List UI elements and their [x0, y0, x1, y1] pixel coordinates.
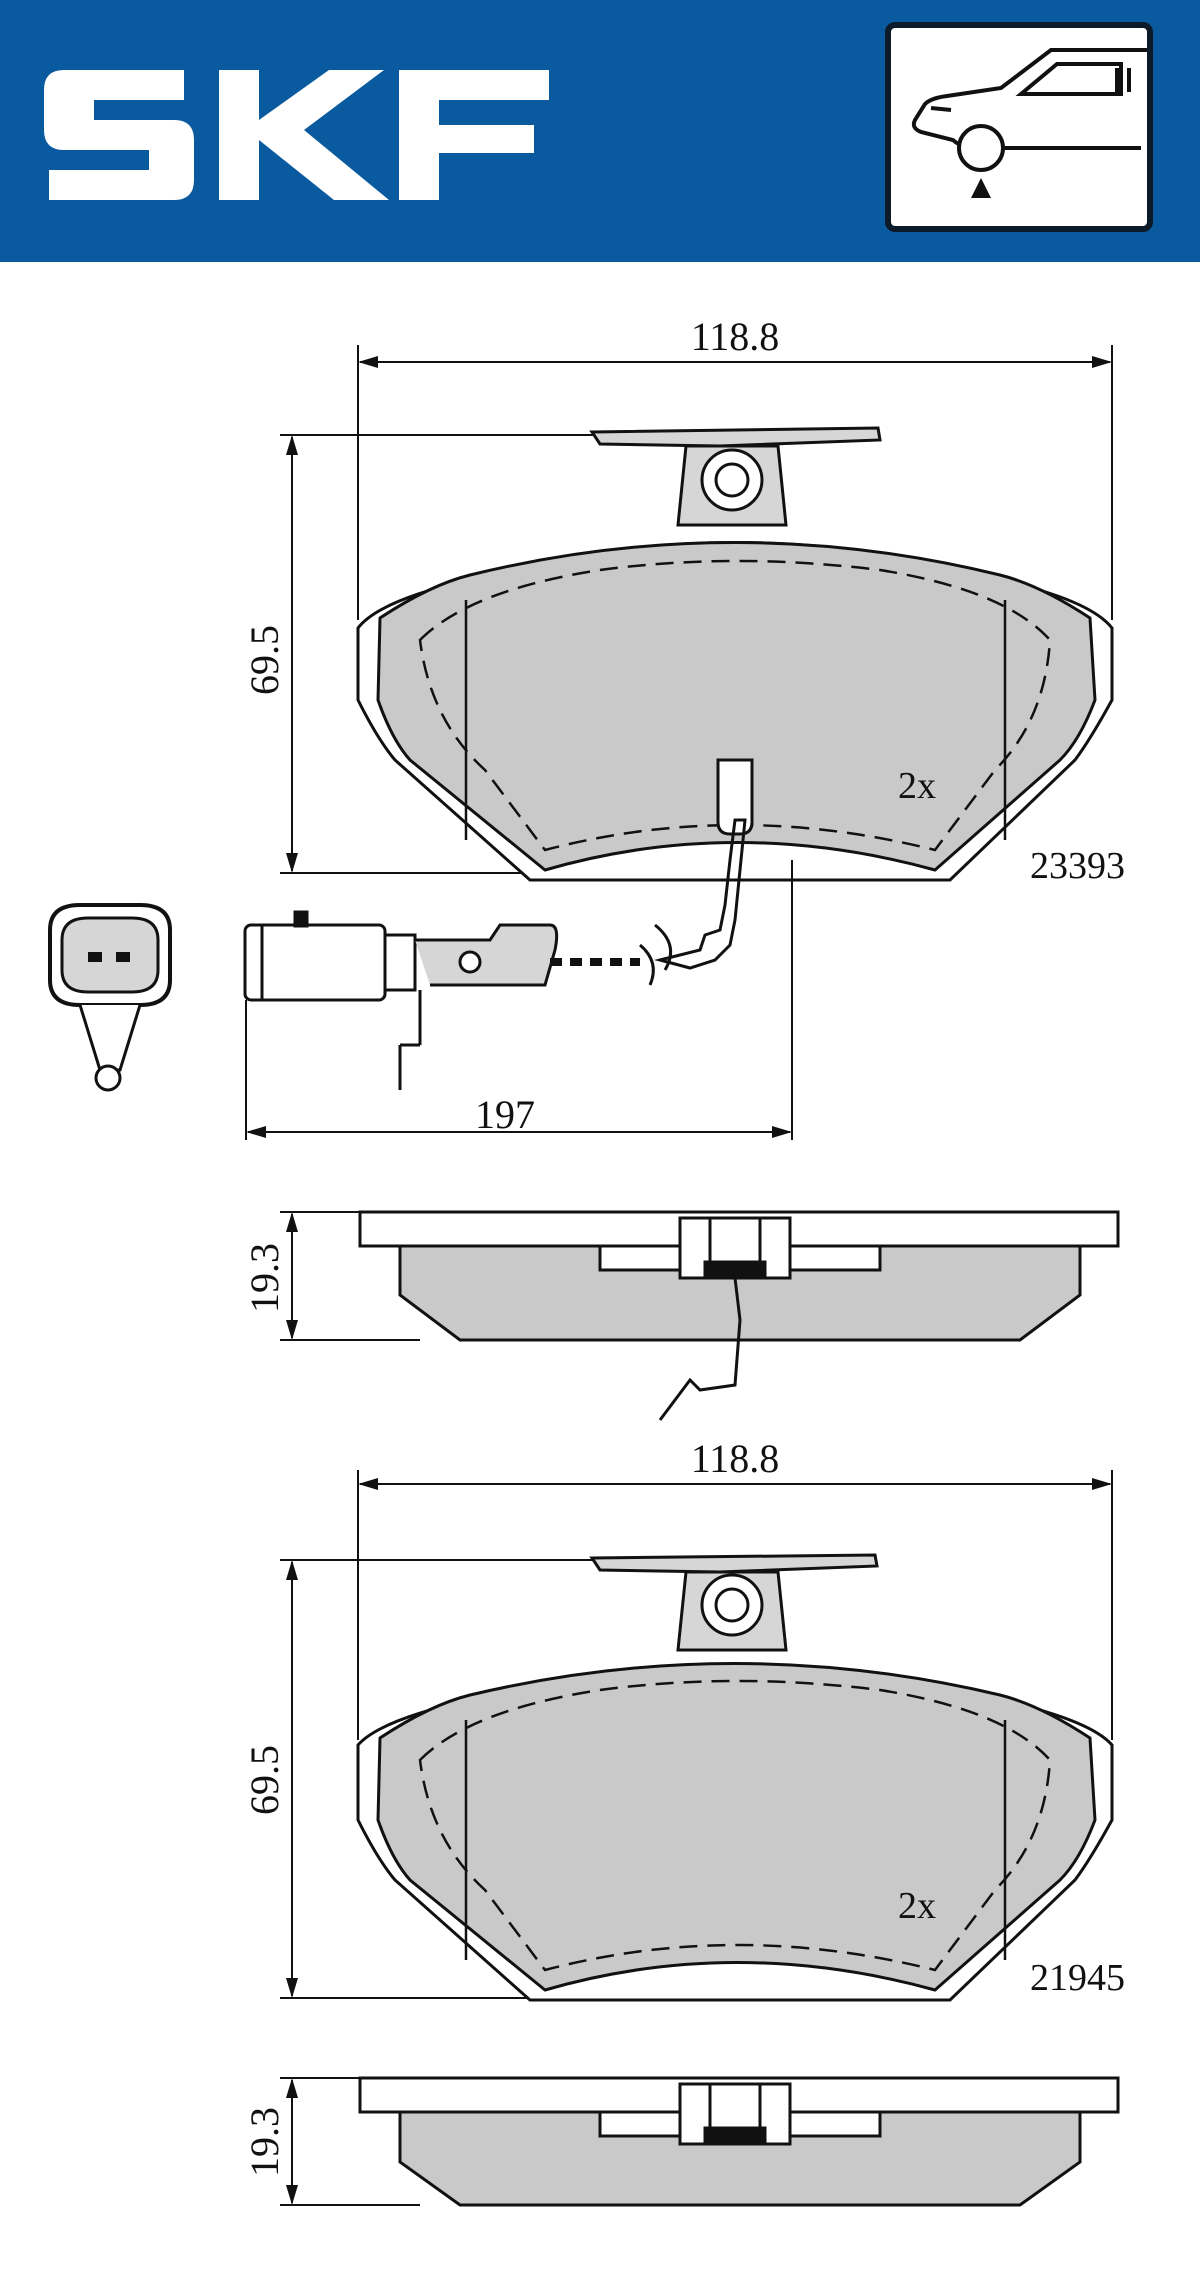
pad-upper-height-dimension — [280, 434, 600, 874]
pad-lower-thickness-label: 19.3 — [242, 2107, 287, 2177]
skf-logo — [44, 70, 549, 200]
pad-lower-width-dimension — [357, 1470, 1113, 1740]
wear-sensor-length-label: 197 — [475, 1092, 535, 1137]
pad-upper-front-view: 118.8 69.5 2x 23393 — [242, 314, 1125, 887]
pad-upper-quantity: 2x — [898, 765, 936, 807]
brake-pad-drawing: 118.8 69.5 2x 23393 — [48, 314, 1125, 2207]
pad-lower-height-label: 69.5 — [242, 1745, 287, 1815]
pad-lower-friction-material — [376, 1662, 1097, 1992]
pad-upper-friction-material — [376, 541, 1097, 872]
wear-sensor-cable — [243, 818, 747, 1090]
pad-lower-inner-outline — [418, 1679, 1052, 1972]
pad-upper-height-label: 69.5 — [242, 625, 287, 695]
pad-upper-inner-outline — [418, 559, 1052, 852]
pad-lower-side-view: 19.3 — [242, 2076, 1120, 2207]
pad-lower-front-view: 118.8 69.5 2x 21945 — [242, 1436, 1125, 2002]
wear-sensor: 197 — [48, 818, 793, 1140]
wear-sensor-connector-icon — [48, 903, 172, 1092]
wear-sensor-length-dimension — [245, 860, 793, 1140]
pad-lower-thickness-dimension — [280, 2077, 420, 2206]
header-bar — [0, 0, 1200, 262]
pad-upper-side-view: 19.3 — [242, 1210, 1120, 1421]
pad-lower-quantity: 2x — [898, 1885, 936, 1927]
skf-logo-f — [399, 70, 549, 200]
skf-logo-k — [219, 70, 389, 200]
pad-lower-spring-clip — [589, 1553, 879, 1652]
pad-upper-thickness-label: 19.3 — [242, 1243, 287, 1313]
pad-upper-width-label: 118.8 — [691, 314, 780, 359]
pad-upper-spring-clip — [589, 426, 882, 527]
pad-upper-thickness-dimension — [280, 1211, 420, 1341]
pad-upper-side-friction — [398, 1244, 1082, 1342]
skf-logo-s — [44, 70, 194, 200]
pad-lower-height-dimension — [280, 1559, 600, 1999]
pad-lower-side-friction — [398, 2110, 1082, 2207]
front-axle-car-icon — [911, 48, 1147, 198]
pad-upper-part-number: 23393 — [1030, 845, 1125, 887]
pad-upper-wear-slot — [716, 758, 754, 836]
axle-position-box — [885, 22, 1153, 232]
pad-upper-width-dimension — [357, 345, 1113, 620]
pad-lower-width-label: 118.8 — [691, 1436, 780, 1481]
pad-lower-part-number: 21945 — [1030, 1957, 1125, 1999]
